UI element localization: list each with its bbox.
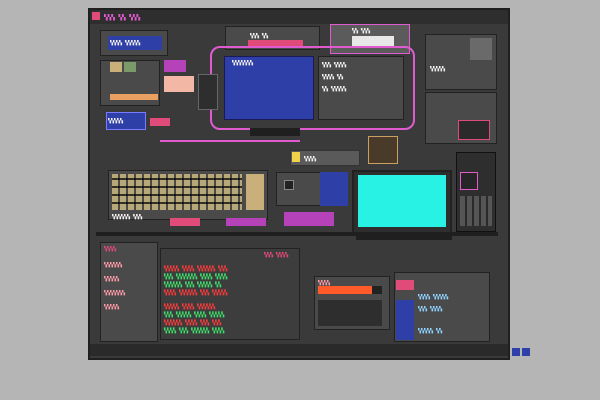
bottom-left-item-1[interactable]: ▚▚▚▚▚▚ [104, 262, 123, 268]
progress-label: ▚▚▚▚ [318, 280, 331, 286]
center-console-caption: ▚▚▚▚▚▚▚ [232, 60, 254, 66]
code-line-6: ▚▚▚ ▚▚▚▚▚ ▚▚▚▚ ▚▚▚▚▚ [164, 312, 225, 318]
divider-bar [96, 232, 498, 236]
center-console-row-1: ▚▚▚ ▚▚▚▚ [322, 62, 347, 68]
keyboard-numpad[interactable] [246, 174, 264, 210]
code-line-3: ▚▚▚▚▚▚ ▚▚▚ ▚▚▚▚▚ ▚▚ [164, 282, 222, 288]
center-console-base [250, 128, 300, 136]
top-right-card-panel [352, 36, 394, 46]
bottom-right-line-3: ▚▚▚▚▚ ▚▚ [418, 328, 443, 334]
bottom-left-item-2[interactable]: ▚▚▚▚▚ [104, 276, 120, 282]
corner-indicator-a [512, 348, 520, 356]
left-pink-tag [150, 118, 170, 126]
base-bar [90, 344, 508, 356]
keyboard-magenta-key[interactable] [226, 218, 266, 226]
keyboard-pink-key[interactable] [170, 218, 200, 226]
code-line-5: ▚▚▚▚▚ ▚▚▚▚ ▚▚▚▚▚▚ [164, 304, 216, 310]
power-indicator-icon[interactable] [92, 12, 100, 20]
progress-fill [318, 286, 373, 294]
center-console-row-3: ▚▚ ▚▚▚▚▚ [322, 86, 347, 92]
right-device-display [460, 172, 478, 190]
top-center-bar [248, 40, 303, 46]
center-console-screen [224, 56, 314, 120]
small-device-strip [284, 212, 334, 226]
header-bar [90, 10, 508, 24]
right-status-text: ▚▚▚▚▚ [430, 66, 446, 72]
small-device-knob[interactable] [284, 180, 294, 190]
top-right-card-text: ▚▚ ▚▚▚ [352, 28, 371, 34]
center-console-row-2: ▚▚▚▚ ▚▚ [322, 74, 344, 80]
code-line-7: ▚▚▚▚▚▚ ▚▚▚▚ ▚▚▚ ▚▚▚ [164, 320, 222, 326]
header-title: ▚▚▚ ▚▚ ▚▚▚ [104, 14, 141, 21]
code-panel [160, 248, 300, 340]
wire-middle [160, 140, 300, 142]
bottom-right-blue-column [396, 300, 414, 340]
code-line-2: ▚▚▚ ▚▚▚▚▚▚▚ ▚▚▚▚ ▚▚▚▚ [164, 274, 228, 280]
progress-track [318, 286, 382, 294]
bottom-left-list [100, 242, 158, 342]
left-chip-bar [110, 94, 158, 100]
progress-screen [318, 300, 382, 326]
monitor-screen [358, 175, 446, 227]
code-line-8: ▚▚▚▚ ▚▚▚ ▚▚▚▚▚▚ ▚▚▚▚ [164, 328, 225, 334]
code-line-1: ▚▚▚▚▚ ▚▚▚▚ ▚▚▚▚▚▚ ▚▚▚ [164, 266, 228, 272]
code-panel-title: ▚▚▚ ▚▚▚▚ [264, 252, 289, 258]
yellow-chip [292, 152, 300, 162]
bottom-right-pink-tag [396, 280, 414, 290]
left-slot[interactable] [198, 74, 218, 110]
top-center-text: ▚▚▚ ▚▚ [250, 33, 269, 39]
small-device-blue-panel [320, 172, 348, 206]
top-left-card-text: ▚▚▚▚ ▚▚▚▚▚ [110, 40, 141, 46]
left-blue-tag [106, 112, 146, 130]
left-salmon-chip [164, 76, 194, 92]
top-left-card-badge [108, 36, 162, 50]
monitor-stand [356, 234, 452, 240]
bottom-left-item-3[interactable]: ▚▚▚▚▚▚▚ [104, 290, 126, 296]
keyboard-caption: ▚▚▚▚▚▚ ▚▚▚ [112, 214, 143, 220]
left-blue-tag-text: ▚▚▚▚▚ [108, 118, 124, 124]
right-device-keypad[interactable] [460, 196, 492, 226]
keyboard-keys[interactable] [112, 174, 242, 210]
yellow-chip-text: ▚▚▚▚ [304, 156, 317, 162]
code-line-4: ▚▚▚▚ ▚▚▚▚▚▚ ▚▚▚ ▚▚▚▚▚ [164, 290, 228, 296]
bottom-left-list-title: ▚▚▚▚ [104, 246, 117, 252]
right-keypad[interactable] [470, 38, 492, 60]
left-chip-b [124, 62, 136, 72]
yellow-chip-holder [290, 150, 360, 166]
bottom-right-line-1: ▚▚▚▚ ▚▚▚▚▚ [418, 294, 449, 300]
left-magenta-chip [164, 60, 186, 72]
left-chip-a [110, 62, 122, 72]
center-console-sidepanel [318, 56, 404, 120]
bottom-right-line-2: ▚▚▚ ▚▚▚▚ [418, 306, 443, 312]
corner-indicator-b [522, 348, 530, 356]
right-mini-screen [458, 120, 490, 140]
gold-module [368, 136, 398, 164]
bottom-left-item-4[interactable]: ▚▚▚▚▚ [104, 304, 120, 310]
